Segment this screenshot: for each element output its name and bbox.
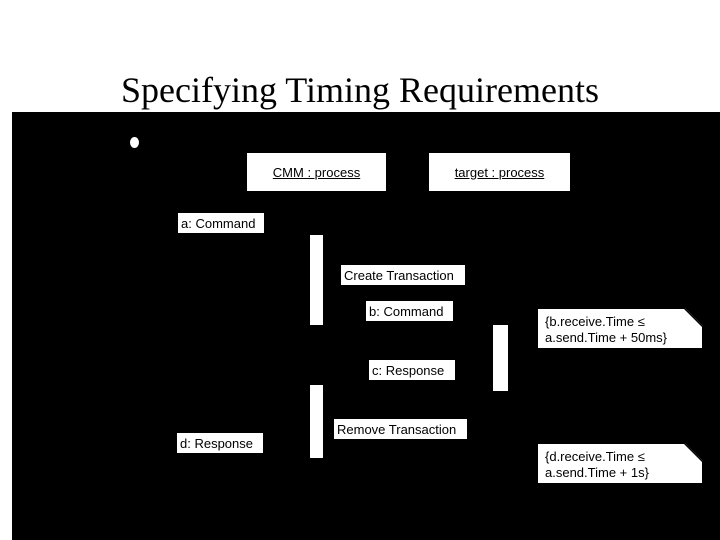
lifeline-label-cmm: CMM : process [272, 164, 361, 180]
activation-bar-cmm-lower [310, 385, 323, 458]
page-title: Specifying Timing Requirements [120, 70, 599, 111]
timing-constraint-note-b[interactable]: {b.receive.Time ≤ a.send.Time + 50ms} [537, 308, 703, 349]
note-d-line-2: a.send.Time + 1s} [545, 465, 649, 480]
note-d-line-1: {d.receive.Time ≤ [545, 449, 645, 464]
note-b-line-1: {b.receive.Time ≤ [545, 314, 645, 329]
note-b-line-2: a.send.Time + 50ms} [545, 330, 667, 345]
message-text-c: c: Response [372, 362, 445, 378]
bullet-dot [130, 137, 139, 148]
message-text-create-transaction: Create Transaction [344, 267, 454, 283]
timing-constraint-note-d[interactable]: {d.receive.Time ≤ a.send.Time + 1s} [537, 443, 703, 484]
message-label-a[interactable]: a: Command [177, 212, 265, 234]
activation-bar-cmm-upper [310, 235, 323, 325]
message-text-a: a: Command [181, 215, 256, 231]
message-label-c[interactable]: c: Response [368, 359, 456, 381]
message-label-remove-transaction[interactable]: Remove Transaction [333, 418, 468, 440]
message-text-d: d: Response [180, 435, 253, 451]
message-label-create-transaction[interactable]: Create Transaction [340, 264, 466, 286]
lifeline-label-target: target : process [454, 164, 545, 180]
activation-bar-target [493, 325, 508, 391]
diagram-canvas: CMM : process target : process a: Comman… [12, 112, 720, 540]
message-text-b: b: Command [369, 303, 444, 319]
message-text-remove-transaction: Remove Transaction [337, 421, 457, 437]
message-label-b[interactable]: b: Command [365, 300, 454, 322]
lifeline-head-target[interactable]: target : process [428, 152, 571, 192]
lifeline-head-cmm[interactable]: CMM : process [246, 152, 387, 192]
message-label-d[interactable]: d: Response [176, 432, 264, 454]
